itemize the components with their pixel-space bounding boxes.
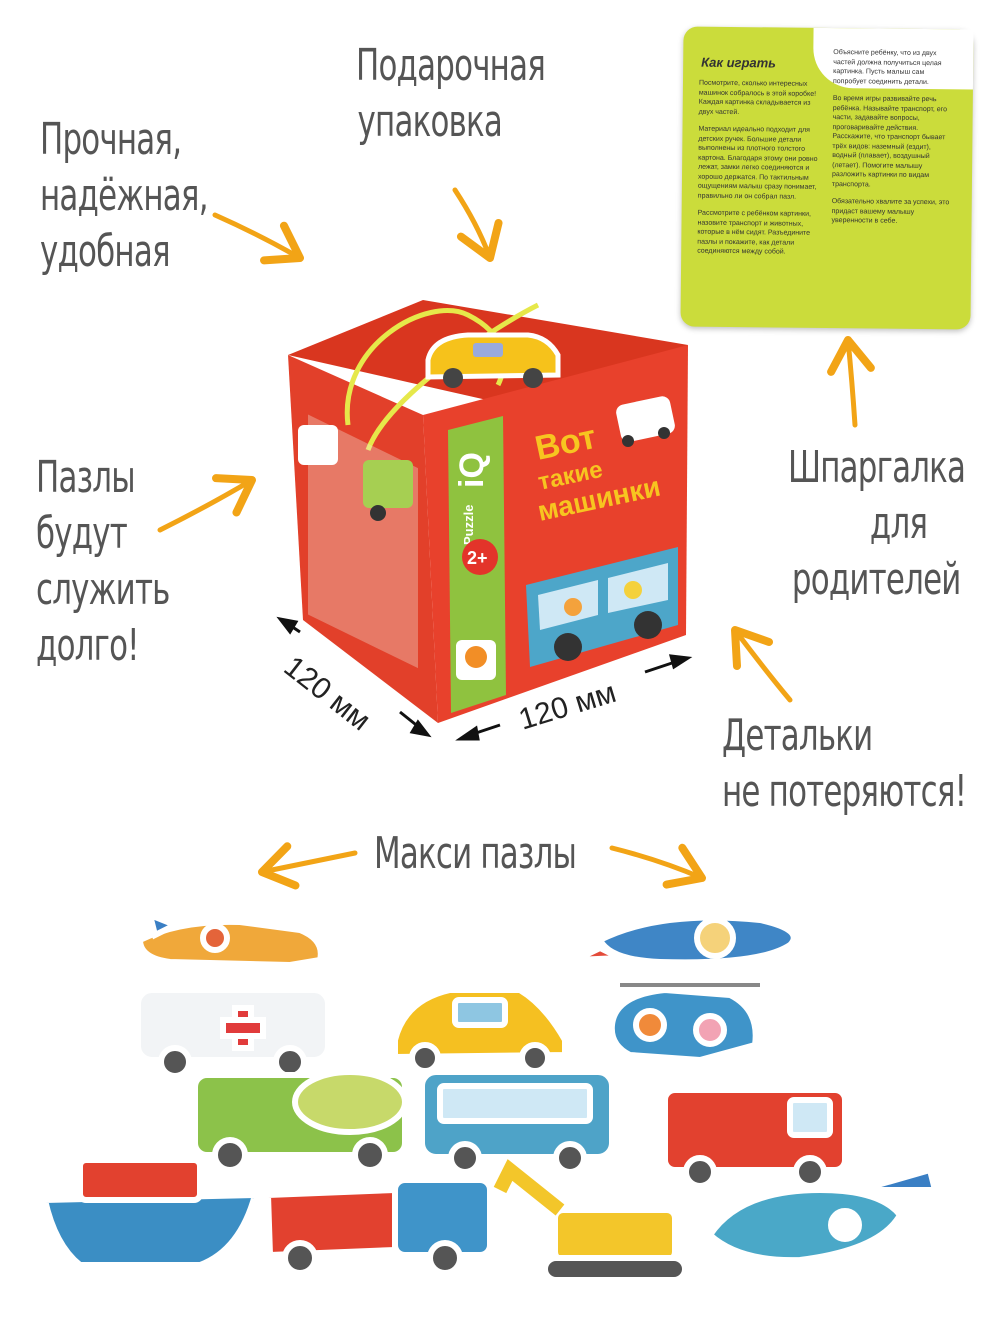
callout-durable-line3: служить (36, 564, 170, 615)
dim-left-head-b (409, 719, 432, 738)
puzzle-dump-truck (264, 1177, 493, 1276)
dim-right-line-b (644, 660, 676, 674)
callout-details: Детальки не потеряются! (722, 708, 967, 820)
puzzle-pieces (41, 910, 939, 1283)
callout-cheatsheet-line2: для (869, 498, 928, 549)
card-left-p2: Материал идеально подходит для детских р… (697, 125, 818, 201)
callout-maxi: Макси пазлы (374, 826, 577, 882)
puzzle-taxi (392, 987, 568, 1074)
callout-gift-line2: упаковка (357, 96, 503, 147)
puzzle-jet (706, 1166, 939, 1264)
puzzle-cement-truck (192, 1069, 408, 1173)
dim-right-head-a (455, 725, 480, 741)
arrow-maxi-right (609, 843, 706, 889)
callout-durable-line4: долго! (36, 620, 140, 671)
card-column-left: Посмотрите, сколько интересных машинок с… (697, 79, 821, 266)
taxi-tag (425, 332, 561, 388)
callout-details-line2: не потеряются! (722, 766, 967, 817)
puzzle-rocket (573, 914, 797, 966)
callout-durable-line2: будут (36, 508, 128, 559)
puzzle-fire-truck (662, 1087, 848, 1189)
card-left-p1: Посмотрите, сколько интересных машинок с… (698, 79, 817, 116)
puzzle-ambulance (135, 987, 331, 1079)
callout-cheatsheet: Шпаргалка для родителей (788, 440, 966, 608)
card-right-p2: Во время игры развивайте речь ребёнка. Н… (831, 95, 948, 188)
box-age: 2+ (467, 548, 488, 568)
dim-right-head-b (668, 654, 693, 670)
puzzle-bus (419, 1069, 615, 1175)
box-left-vehicles (298, 425, 413, 521)
callout-durable: Пазлы будут служить долго! (36, 450, 170, 674)
puzzle-excavator (493, 1159, 688, 1283)
callout-durable-line1: Пазлы (36, 452, 136, 503)
box-brand-sub: Puzzle (461, 505, 476, 545)
arrow-maxi-left (258, 842, 358, 890)
card-right-p3: Обязательно хвалите за успехи, это прида… (831, 198, 950, 225)
box-brand-iq: iQ (453, 452, 491, 488)
callout-strong-line3: удобная (40, 226, 171, 277)
dim-left-head-a (276, 616, 299, 635)
callout-gift-line1: Подарочная (356, 40, 546, 91)
card-left-p3: Рассмотрите с ребёнком картинки, назовит… (697, 209, 811, 256)
callout-details-line1: Детальки (722, 710, 873, 761)
arrow-cheatsheet (827, 336, 875, 428)
puzzle-plane (136, 910, 324, 969)
puzzle-helicopter (608, 983, 760, 1064)
callout-strong-line2: надёжная, (40, 170, 209, 221)
card-right-p1: Объясните ребёнку, что из двух частей до… (832, 49, 942, 86)
callout-cheatsheet-line1: Шпаргалка (788, 442, 966, 493)
arrow-durable (157, 474, 256, 533)
instruction-card: Как играть Посмотрите, сколько интересны… (680, 26, 974, 330)
arrow-details (731, 626, 793, 703)
gift-box: iQ Puzzle 2+ Вот такие машинки (288, 300, 688, 723)
callout-strong: Прочная, надёжная, удобная (40, 112, 209, 280)
box-ambulance (616, 396, 675, 447)
arrow-gift (452, 187, 503, 262)
callout-cheatsheet-line3: родителей (791, 554, 961, 605)
callout-maxi-text: Макси пазлы (374, 828, 577, 879)
puzzle-boat (41, 1123, 259, 1268)
box-bus-illustration (526, 547, 678, 667)
card-title: Как играть (701, 54, 777, 71)
box-age-badge (462, 539, 498, 575)
arrow-strong (212, 212, 304, 265)
callout-gift: Подарочная упаковка (356, 38, 546, 150)
callout-strong-line1: Прочная, (40, 114, 182, 165)
card-column-right: Объясните ребёнку, что из двух частей до… (831, 48, 955, 235)
